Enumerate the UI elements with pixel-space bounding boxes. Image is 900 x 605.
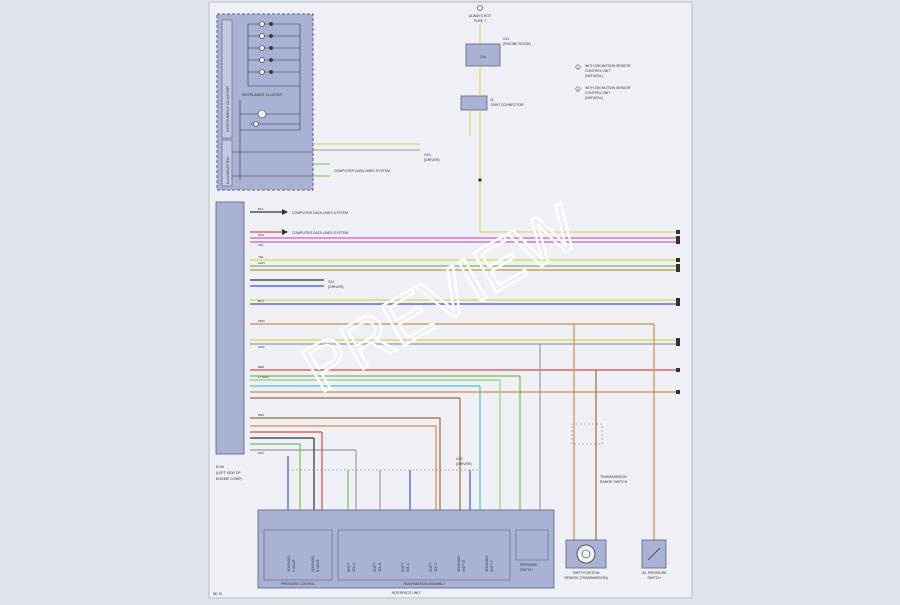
splice-label-3a: G12: [456, 457, 463, 461]
cluster-label: INSTRUMENT CLUSTER: [242, 93, 283, 97]
sensor-1-hub: [581, 549, 591, 559]
connector-j1-label-1: J1: [490, 98, 494, 102]
sensor-1-label-1: SHIFT POSITION: [573, 571, 600, 575]
cluster-lamps: [239, 21, 301, 180]
sensor-2-switch: [647, 547, 661, 561]
legend-1-symbol-text: 1: [577, 65, 579, 69]
splice-label-2a: G11: [328, 280, 334, 284]
comp-5-l2: SOL C: [406, 562, 410, 572]
comp-8-l1: SOLENOID: [485, 555, 489, 572]
cluster-inner-box: [221, 19, 233, 139]
wc-9: WHT: [258, 345, 265, 349]
splice-label-1a: G10: [424, 153, 431, 157]
ecm-label-3: ENGINE COMP): [216, 477, 242, 481]
top-feed-wire: [469, 24, 678, 233]
cluster-lower-side-text: ILLUMINATION: [225, 156, 230, 184]
top-ground-symbol: [477, 5, 483, 11]
arrow-label-ecm-2: COMPUTER DATA LINES SYSTEM: [292, 231, 348, 235]
connector-j1-label-2: JOINT CONNECTOR: [490, 103, 524, 107]
legend-2-symbol-text: 2: [577, 87, 579, 91]
arrow-label-cluster: COMPUTER DATA LINES SYSTEM: [334, 169, 390, 173]
wc-10: GRY: [258, 451, 264, 455]
comp-9-l2: SWITCH: [520, 568, 533, 572]
comp-1-l2: A VALVE: [292, 559, 296, 572]
top-fuse-ref-2: (ENGINE ROOM): [503, 42, 531, 46]
cluster-outputs: [232, 143, 420, 177]
comp-9-l1: PRESSURE: [520, 563, 538, 567]
cluster-panel: [216, 13, 314, 191]
bottom-component-labels: SOLENOID A VALVE SOLENOID B VALVE SHIFT …: [281, 555, 538, 586]
legend-symbol-1: [575, 64, 581, 70]
comp-4-l1: SHIFT: [373, 563, 377, 572]
comp-6-l2: SOL D: [434, 562, 438, 572]
wc-2: GRN: [258, 261, 265, 265]
legend-1-line3: (NATURAL): [585, 74, 603, 78]
bottom-interface-block: [257, 509, 555, 589]
wc-4: PNK: [258, 233, 264, 237]
comp-7-l2: SHIFT E: [462, 560, 466, 572]
right-splices: [571, 423, 603, 445]
top-fuse-label-1: ALWAYS HOT: [469, 14, 492, 18]
wire-code-labels: YEL BLU GRN RED PNK VIO LT GRN ORG BRN W…: [258, 207, 269, 455]
connector-j1-box: [460, 95, 488, 111]
splice-label-2b: (DRIVER): [328, 285, 344, 289]
cluster-side-text: INSTRUMENT CLUSTER: [225, 86, 230, 132]
wc-5: VIO: [258, 243, 264, 247]
cluster-lower-box: [221, 139, 233, 187]
splice-label-3b: (DRIVER): [456, 462, 472, 466]
legend-2-line1: WITH SIM MOTION SENSOR: [585, 86, 631, 90]
legend-symbol-2: [575, 86, 581, 92]
sensor-2-label-1: OIL PRESSURE: [642, 571, 668, 575]
right-terminal-marks: [676, 230, 680, 394]
ecm-harness: [250, 211, 678, 451]
legend-1-line2: CONTROL UNIT: [585, 69, 610, 73]
wc-11: BLK: [258, 207, 264, 211]
sensor-1-gauge: [576, 544, 596, 564]
legend-2-line3: (NATURAL): [585, 96, 603, 100]
bottom-group-2: TRANSMISSION ASSEMBLY: [403, 582, 446, 586]
comp-7-l1: SOLENOID: [457, 555, 461, 572]
comp-8-l2: SHIFT F: [490, 560, 494, 572]
comp-2-l2: B VALVE: [316, 559, 320, 572]
ecm-label-2: (LEFT SIDE OF: [216, 471, 241, 475]
sensor-3-label-1: TRANSMISSION: [600, 475, 627, 479]
wc-8: BRN: [258, 413, 264, 417]
bottom-group-1: PRESSURE CONTROL: [281, 582, 315, 586]
comp-6-l1: SHIFT: [429, 563, 433, 572]
sensor-1-label-2: SENSOR (TRANSMISSION): [564, 576, 607, 580]
comp-4-l2: SOL B: [378, 563, 382, 572]
top-relay-box: [465, 43, 501, 67]
splice-label-1b: (DRIVER): [424, 158, 440, 162]
legend-2-line2: CONTROL UNIT: [585, 91, 610, 95]
bottom-inner-boxes: [263, 529, 549, 581]
top-fuse-label-3: 10A: [480, 55, 487, 59]
top-fuse-label-2: FUSE 7: [474, 19, 486, 23]
footer-left: 8E 23: [213, 592, 222, 596]
comp-3-l2: SOL A: [352, 562, 356, 572]
wc-3: RED: [258, 365, 265, 369]
sensor-3-label-2: RANGE SWITCH: [600, 480, 628, 484]
arrow-label-ecm-1: COMPUTER DATA LINES SYSTEM: [292, 211, 348, 215]
top-fuse-ref-1: G11: [503, 37, 509, 41]
bottom-block-label: INTERFACE UNIT: [392, 591, 422, 595]
ecm-arrows: [282, 209, 288, 235]
vertical-drops: [287, 324, 655, 540]
wc-7: ORG: [258, 319, 266, 323]
wc-1: BLU: [258, 299, 264, 303]
ecm-label-1: ECM: [216, 465, 224, 469]
sensor-2-label-2: SWITCH: [647, 576, 661, 580]
ecm-bar: [215, 201, 245, 455]
comp-1-l1: SOLENOID: [287, 555, 291, 572]
top-splice-dot: [478, 178, 482, 182]
comp-2-l1: SOLENOID: [311, 555, 315, 572]
wc-0: YEL: [258, 255, 264, 259]
wc-6: LT GRN: [258, 375, 269, 379]
comp-3-l1: SHIFT: [347, 563, 351, 572]
legend-1-line1: WITH SIM MOTION SENSOR: [585, 64, 631, 68]
comp-5-l1: SHIFT: [401, 563, 405, 572]
